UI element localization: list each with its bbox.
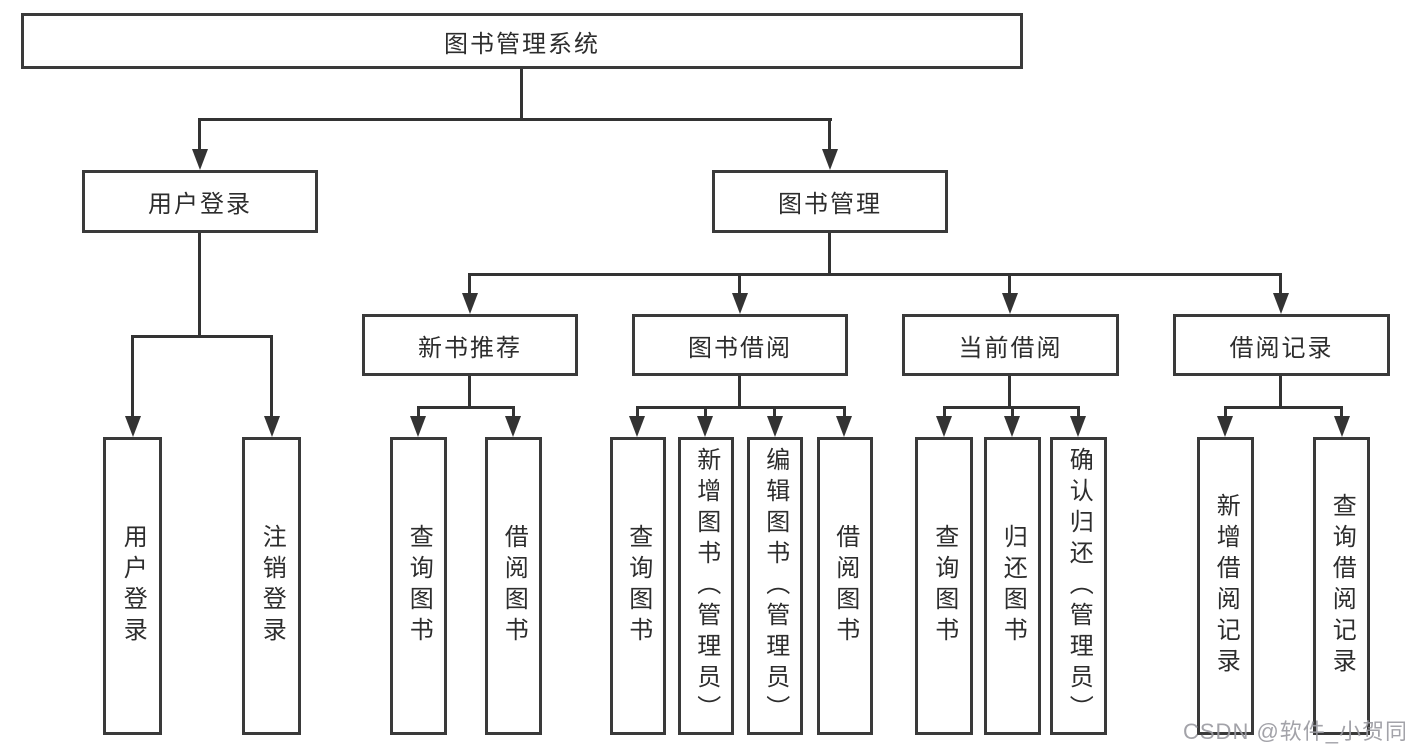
leaf-record-add-record: 新增借阅记录	[1197, 437, 1254, 735]
leaf-newbook-borrow-book-label: 借阅图书	[500, 524, 528, 648]
arrowhead-to-bb-borrow	[836, 416, 852, 437]
leaf-newbook-query-book-label: 查询图书	[405, 524, 433, 648]
connector-level3-branch	[468, 273, 1282, 276]
connector-to-nb-borrow	[512, 406, 515, 419]
connector-to-br-add	[1224, 406, 1227, 419]
arrowhead-to-br-query	[1334, 416, 1350, 437]
leaf-record-query-record-label: 查询借阅记录	[1328, 493, 1356, 679]
connector-to-book-management	[828, 118, 831, 151]
connector-to-user-login	[198, 118, 201, 151]
leaf-record-add-record-label: 新增借阅记录	[1212, 493, 1240, 679]
node-user-login: 用户登录	[82, 170, 318, 233]
leaf-user-login: 用户登录	[103, 437, 162, 735]
csdn-watermark: CSDN @软件_小贺同学	[1183, 719, 1405, 744]
connector-to-leaf-logout	[270, 335, 273, 419]
arrowhead-to-book-management	[822, 149, 838, 170]
arrowhead-to-leaf-logout	[264, 416, 280, 437]
connector-to-new-book	[468, 273, 471, 296]
leaf-current-return-book-label: 归还图书	[999, 524, 1027, 648]
arrowhead-to-br-add	[1217, 416, 1233, 437]
connector-borrow-record-branch	[1224, 406, 1343, 409]
arrowhead-to-book-borrow	[732, 293, 748, 314]
connector-new-book-branch	[417, 406, 515, 409]
arrowhead-to-current-borrow	[1002, 293, 1018, 314]
arrowhead-to-nb-borrow	[505, 416, 521, 437]
arrowhead-to-cb-query	[936, 416, 952, 437]
connector-current-borrow-trunk	[1008, 374, 1011, 409]
leaf-borrow-query-book: 查询图书	[610, 437, 666, 735]
node-root-system-label: 图书管理系统	[444, 30, 600, 58]
node-borrow-record-label: 借阅记录	[1229, 334, 1334, 362]
arrowhead-to-cb-return	[1004, 416, 1020, 437]
leaf-record-query-record: 查询借阅记录	[1313, 437, 1370, 735]
node-new-book-recommend-label: 新书推荐	[418, 334, 522, 362]
leaf-user-login-label: 用户登录	[119, 524, 147, 648]
arrowhead-to-bb-edit	[767, 416, 783, 437]
leaf-borrow-borrow-book: 借阅图书	[817, 437, 873, 735]
node-new-book-recommend: 新书推荐	[362, 314, 578, 376]
leaf-newbook-query-book: 查询图书	[390, 437, 447, 735]
connector-root-trunk	[520, 66, 523, 121]
node-borrow-record: 借阅记录	[1173, 314, 1390, 376]
connector-to-borrow-record	[1279, 273, 1282, 296]
arrowhead-to-bb-add	[697, 416, 713, 437]
connector-to-cb-return	[1011, 406, 1014, 419]
leaf-newbook-borrow-book: 借阅图书	[485, 437, 542, 735]
node-root-system: 图书管理系统	[21, 13, 1023, 69]
leaf-borrow-add-book-admin-label: 新增图书（管理员）	[692, 446, 720, 726]
connector-to-nb-query	[417, 406, 420, 419]
node-current-borrow-label: 当前借阅	[958, 334, 1063, 362]
connector-level2-branch	[199, 118, 832, 121]
arrowhead-to-leaf-user-login	[125, 416, 141, 437]
arrowhead-to-borrow-record	[1273, 293, 1289, 314]
leaf-borrow-edit-book-admin: 编辑图书（管理员）	[747, 437, 803, 735]
leaf-current-return-book: 归还图书	[984, 437, 1041, 735]
connector-book-borrow-trunk	[738, 374, 741, 409]
connector-to-bb-query	[636, 406, 639, 419]
leaf-logout-login-label: 注销登录	[258, 524, 286, 648]
connector-book-management-trunk	[828, 231, 831, 275]
connector-to-leaf-user-login	[131, 335, 134, 419]
node-book-management: 图书管理	[712, 170, 948, 233]
arrowhead-to-cb-confirm	[1070, 416, 1086, 437]
connector-to-bb-edit	[773, 406, 776, 419]
node-book-borrow-label: 图书借阅	[688, 334, 792, 362]
leaf-current-query-book-label: 查询图书	[930, 524, 958, 648]
node-book-borrow: 图书借阅	[632, 314, 848, 376]
connector-to-current-borrow	[1008, 273, 1011, 296]
leaf-logout-login: 注销登录	[242, 437, 301, 735]
arrowhead-to-new-book	[462, 293, 478, 314]
leaf-borrow-query-book-label: 查询图书	[624, 524, 652, 648]
leaf-borrow-add-book-admin: 新增图书（管理员）	[678, 437, 734, 735]
node-book-management-label: 图书管理	[778, 191, 882, 218]
leaf-current-confirm-return-admin-label: 确认归还（管理员）	[1065, 446, 1093, 726]
connector-user-login-branch	[131, 335, 273, 338]
connector-to-br-query	[1340, 406, 1343, 419]
connector-to-bb-add	[704, 406, 707, 419]
connector-to-cb-confirm	[1077, 406, 1080, 419]
arrowhead-to-nb-query	[410, 416, 426, 437]
arrowhead-to-bb-query	[629, 416, 645, 437]
leaf-borrow-borrow-book-label: 借阅图书	[831, 524, 859, 648]
node-current-borrow: 当前借阅	[902, 314, 1119, 376]
leaf-borrow-edit-book-admin-label: 编辑图书（管理员）	[761, 446, 789, 726]
arrowhead-to-user-login	[192, 149, 208, 170]
connector-borrow-record-trunk	[1279, 374, 1282, 409]
node-user-login-label: 用户登录	[148, 191, 252, 218]
connector-to-book-borrow	[738, 273, 741, 296]
connector-book-borrow-branch	[636, 406, 846, 409]
connector-to-bb-borrow	[843, 406, 846, 419]
leaf-current-confirm-return-admin: 确认归还（管理员）	[1050, 437, 1107, 735]
leaf-current-query-book: 查询图书	[915, 437, 973, 735]
connector-new-book-trunk	[468, 374, 471, 409]
connector-user-login-trunk	[198, 231, 201, 337]
connector-to-cb-query	[943, 406, 946, 419]
